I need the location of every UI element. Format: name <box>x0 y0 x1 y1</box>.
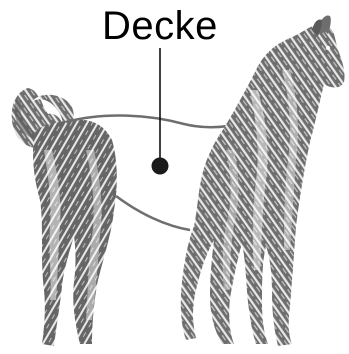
llama-hind-body <box>33 120 117 346</box>
decke-pointer <box>152 48 169 175</box>
pointer-marker <box>152 158 169 175</box>
llama-front-body <box>181 15 345 346</box>
